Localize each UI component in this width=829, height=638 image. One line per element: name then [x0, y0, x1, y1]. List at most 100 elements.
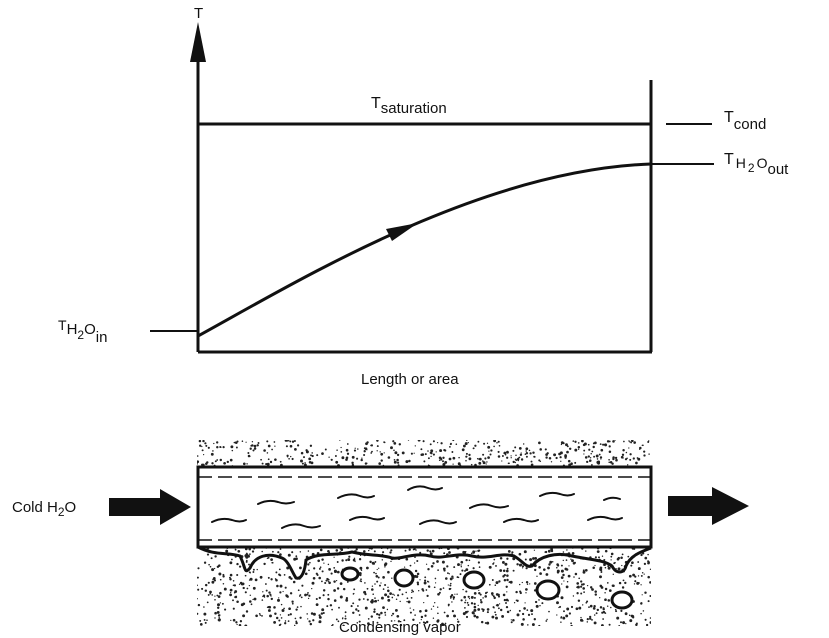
vapor-dot [512, 460, 515, 464]
vapor-dot [629, 453, 632, 456]
vapor-dot [219, 458, 223, 462]
vapor-dot [548, 610, 550, 613]
vapor-dot [406, 597, 409, 600]
vapor-dot [512, 449, 515, 452]
vapor-dot [363, 550, 366, 553]
vapor-dot [406, 600, 408, 603]
vapor-dot [568, 612, 572, 615]
vapor-dot [223, 587, 227, 591]
vapor-dot [446, 565, 449, 568]
vapor-dot [398, 588, 401, 591]
vapor-dot [199, 444, 202, 447]
vapor-dot [277, 598, 280, 602]
vapor-dot [449, 577, 453, 581]
vapor-dot [430, 449, 434, 453]
vapor-dot [582, 569, 585, 572]
vapor-dot [556, 601, 559, 605]
vapor-dot [515, 454, 517, 457]
vapor-dot [241, 582, 245, 586]
vapor-dot [338, 606, 340, 609]
vapor-dot [275, 578, 278, 581]
vapor-dot [438, 459, 441, 461]
vapor-dot [294, 617, 297, 620]
vapor-dot [461, 569, 464, 572]
vapor-dot [331, 624, 334, 626]
vapor-dot [538, 459, 541, 462]
vapor-dot [467, 595, 470, 598]
vapor-dot [604, 549, 608, 553]
vapor-dot [419, 609, 422, 613]
vapor-dot [583, 453, 585, 455]
vapor-dot [212, 450, 214, 452]
vapor-dot [378, 567, 380, 569]
vapor-dot [630, 441, 633, 444]
vapor-dot [467, 441, 469, 444]
vapor-dot [252, 449, 255, 452]
vapor-dot [397, 594, 400, 597]
vapor-dot [533, 582, 537, 585]
vapor-dot [489, 453, 492, 456]
vapor-dot [509, 580, 513, 584]
vapor-dot [643, 562, 647, 566]
x-axis-label: Length or area [361, 371, 459, 388]
vapor-dot [574, 461, 577, 464]
vapor-dot [466, 601, 469, 604]
vapor-dot [380, 459, 383, 462]
vapor-dot [600, 458, 602, 460]
vapor-dot [264, 583, 267, 585]
vapor-dot [313, 567, 316, 570]
vapor-dot [649, 617, 651, 619]
vapor-dot [497, 607, 500, 610]
vapor-dot [448, 551, 451, 554]
vapor-dot [238, 565, 242, 568]
vapor-dot [647, 553, 649, 556]
vapor-dot [568, 565, 570, 567]
vapor-dot [562, 573, 565, 577]
vapor-dot [305, 449, 308, 452]
vapor-dot [533, 549, 536, 551]
vapor-dot [376, 580, 379, 583]
vapor-dot [394, 451, 398, 455]
vapor-dot [484, 622, 487, 624]
vapor-dot [204, 621, 207, 624]
vapor-dot [526, 609, 529, 611]
vapor-dot [594, 564, 596, 567]
vapor-dot [288, 457, 290, 460]
vapor-dot [572, 440, 575, 442]
vapor-dot [570, 462, 573, 465]
vapor-dot [409, 611, 412, 614]
vapor-dot [382, 588, 385, 590]
vapor-dot [346, 452, 350, 455]
vapor-dot [628, 447, 630, 449]
vapor-dot [525, 588, 528, 591]
vapor-dot [532, 451, 535, 454]
vapor-dot [389, 551, 392, 554]
vapor-dot [252, 571, 255, 573]
inlet-label: Cold H2O [12, 499, 76, 519]
vapor-dot [345, 596, 349, 600]
vapor-dot [229, 577, 232, 581]
vapor-dot [580, 618, 583, 622]
tube-body [196, 465, 653, 549]
vapor-dot [419, 551, 422, 554]
vapor-dot [594, 593, 597, 596]
vapor-dot [372, 562, 376, 565]
vapor-dot [620, 556, 623, 559]
vapor-dot [599, 597, 601, 599]
vapor-dot [230, 619, 232, 622]
vapor-dot [374, 599, 378, 603]
vapor-dot [527, 613, 531, 617]
vapor-dot [355, 548, 358, 551]
vapor-dot [360, 580, 363, 583]
vapor-dot [570, 558, 572, 560]
vapor-dot [214, 598, 216, 601]
vapor-dot [592, 566, 595, 569]
vapor-dot [299, 551, 302, 553]
vapor-dot [203, 606, 205, 608]
vapor-dot [364, 592, 367, 596]
vapor-dot [291, 600, 294, 603]
vapor-dot [312, 612, 316, 616]
vapor-dot [278, 597, 280, 599]
vapor-dot [610, 559, 612, 561]
vapor-dot [495, 581, 499, 585]
